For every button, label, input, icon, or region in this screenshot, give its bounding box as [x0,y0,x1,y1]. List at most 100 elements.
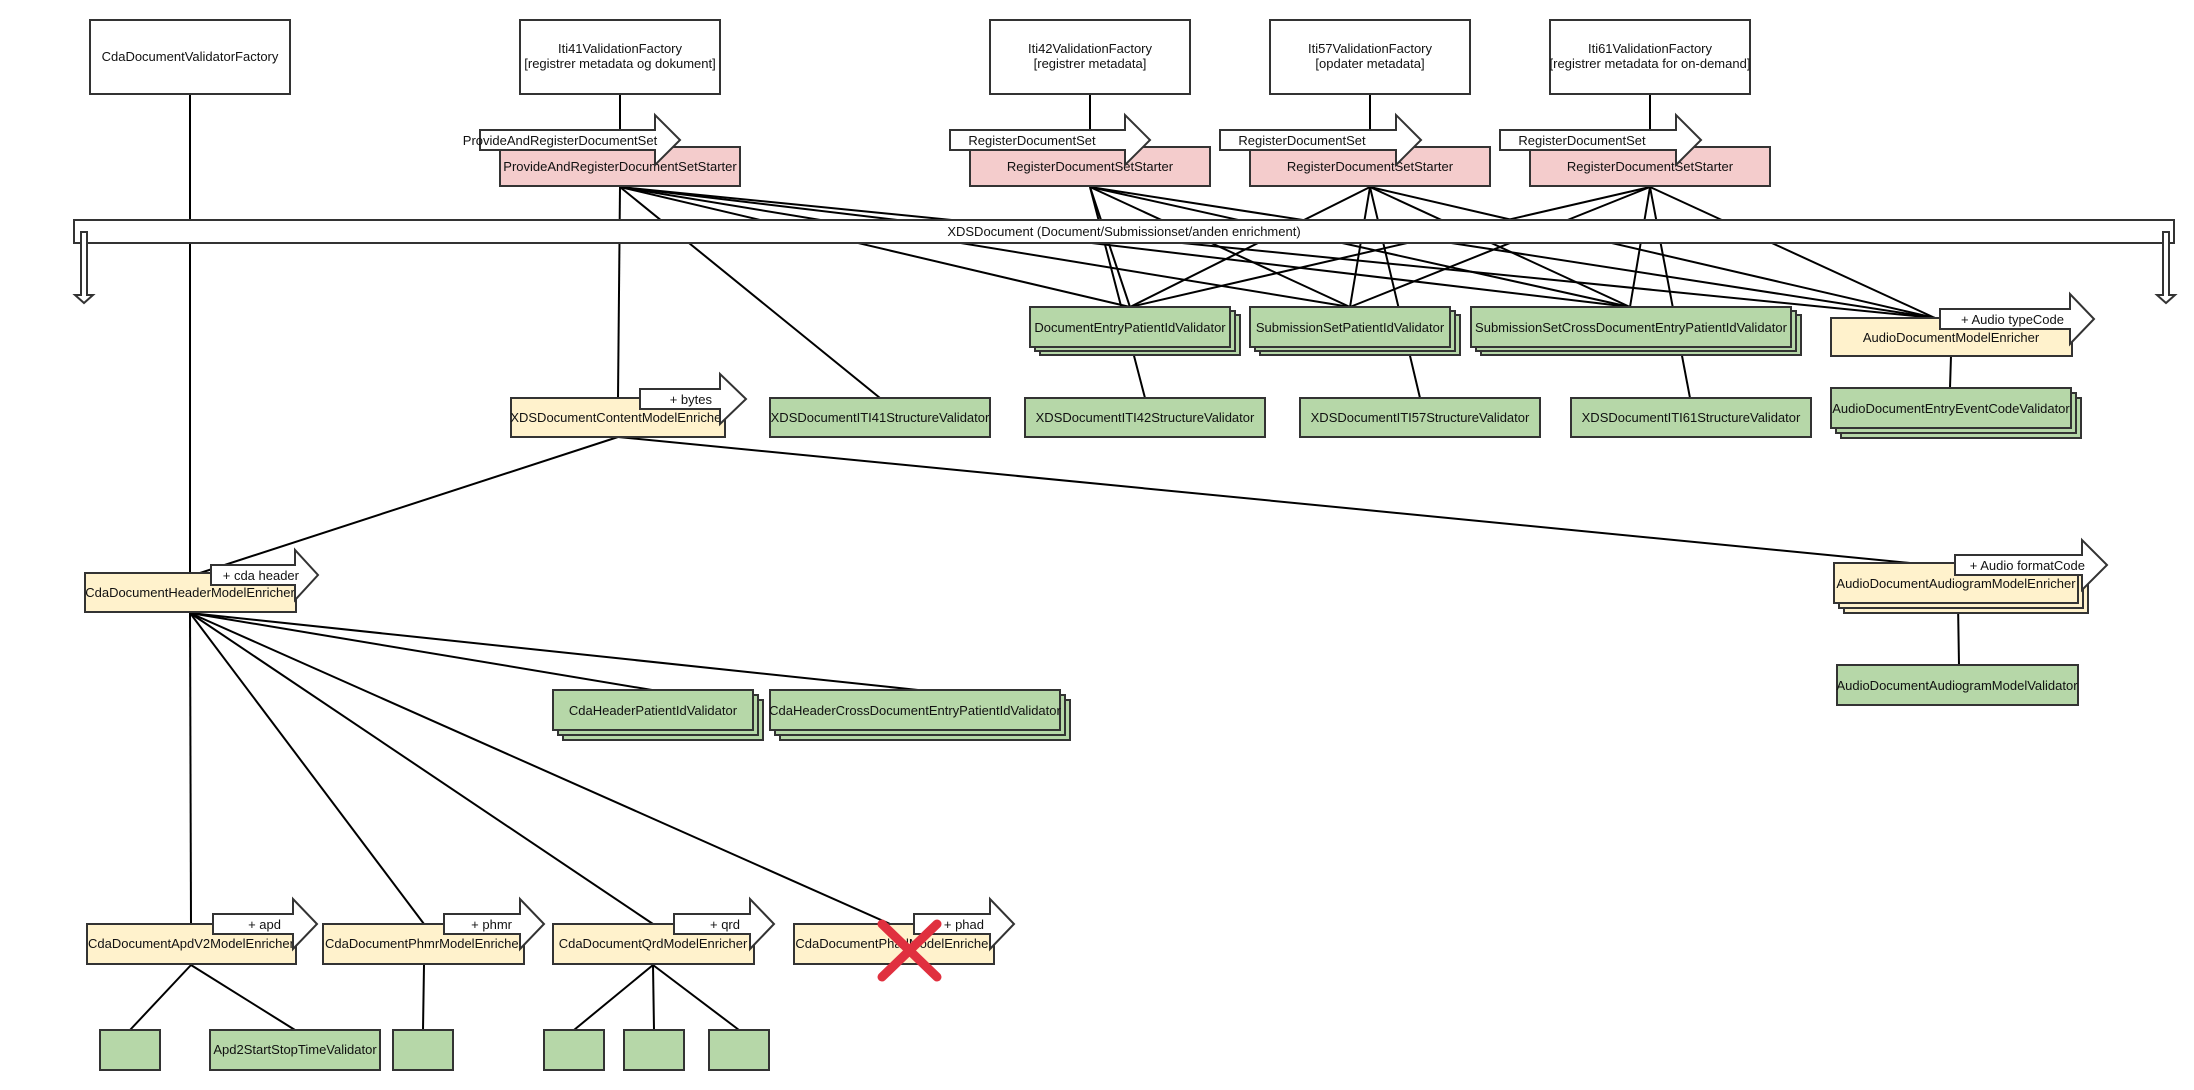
edge [617,436,1911,564]
validator-iti57[interactable]: XDSDocumentITI57StructureValidator [1299,397,1541,438]
xds-document-bar-label: XDSDocument (Document/Submissionset/ande… [947,224,1300,239]
validator-ss-patient[interactable]: SubmissionSetPatientIdValidator [1249,306,1461,356]
enricher-phmr-label: CdaDocumentPhmrModelEnricher [325,936,524,951]
validator-audiogram-label: AudioDocumentAudiogramModelValidator [1836,678,2078,693]
edge [617,186,621,399]
factory-iti41-subtitle: [registrer metadata og dokument] [524,56,716,71]
edge [422,964,425,1031]
edge [199,436,619,574]
arrow-phad-label: + phad [944,917,984,932]
validator-unnamed[interactable] [623,1029,685,1071]
validator-cda-cross-label: CdaHeaderCrossDocumentEntryPatientIdVali… [769,703,1061,718]
edge [1129,186,1651,308]
starter-pards[interactable]: ProvideAndRegisterDocumentSetStarter [499,146,741,187]
arrow-qrd-label: + qrd [710,917,740,932]
edge [189,612,192,925]
arrow-bytes: + bytes [639,371,748,427]
edge [1349,186,1371,308]
validator-audio-event-label: AudioDocumentEntryEventCodeValidator [1832,401,2070,416]
down-arrow-right-icon [2154,231,2178,305]
starter-iti57[interactable]: RegisterDocumentSetStarter [1249,146,1491,187]
factory-iti61-subtitle: [registrer metadata for on-demand] [1550,56,1751,71]
arrow-iti42: RegisterDocumentSet [949,112,1152,168]
validator-unnamed[interactable] [392,1029,454,1071]
edge [189,612,425,925]
starter-iti61[interactable]: RegisterDocumentSetStarter [1529,146,1771,187]
enricher-apd[interactable]: CdaDocumentApdV2ModelEnricher [86,923,297,965]
edge [129,964,192,1031]
edge [619,186,1631,308]
starter-iti42[interactable]: RegisterDocumentSetStarter [969,146,1211,187]
enricher-audio-label: AudioDocumentModelEnricher [1863,330,2040,345]
validator-unnamed[interactable] [543,1029,605,1071]
enricher-qrd-label: CdaDocumentQrdModelEnricher [559,936,748,951]
arrow-iti42-label: RegisterDocumentSet [968,133,1096,148]
validator-ss-cross[interactable]: SubmissionSetCrossDocumentEntryPatientId… [1470,306,1802,356]
xds-document-bar: XDSDocument (Document/Submissionset/ande… [73,219,2175,244]
validator-de-patient[interactable]: DocumentEntryPatientIdValidator [1029,306,1241,356]
edge [1369,186,1421,399]
arrow-pards: ProvideAndRegisterDocumentSet [463,112,682,168]
edge [190,964,296,1031]
arrow-apd: + apd [212,896,319,952]
enricher-cda-header-label: CdaDocumentHeaderModelEnricher [85,585,295,600]
validator-audio-event[interactable]: AudioDocumentEntryEventCodeValidator [1830,387,2082,439]
validator-cda-patient[interactable]: CdaHeaderPatientIdValidator [552,689,764,741]
enricher-audiogram-label: AudioDocumentAudiogramModelEnricher [1836,576,2076,591]
validator-iti42-label: XDSDocumentITI42StructureValidator [1036,410,1255,425]
edge [652,964,655,1031]
validator-unnamed[interactable] [99,1029,161,1071]
validator-audiogram[interactable]: AudioDocumentAudiogramModelValidator [1836,664,2079,706]
starter-iti57-label: RegisterDocumentSetStarter [1287,159,1454,174]
arrow-phmr: + phmr [443,896,546,952]
arrow-cda-header-label: + cda header [223,568,300,583]
edge [189,612,654,925]
factory-iti41[interactable]: Iti41ValidationFactory [registrer metada… [519,19,721,95]
arrow-audio-formatcode-label: + Audio formatCode [1970,558,2085,573]
edge [1089,186,1146,399]
validator-iti42[interactable]: XDSDocumentITI42StructureValidator [1024,397,1266,438]
validator-iti41-label: XDSDocumentITI41StructureValidator [771,410,990,425]
validator-iti41[interactable]: XDSDocumentITI41StructureValidator [769,397,991,438]
factory-iti57[interactable]: Iti57ValidationFactory [opdater metadata… [1269,19,1471,95]
edge [1089,186,1351,308]
arrow-iti61-label: RegisterDocumentSet [1518,133,1646,148]
arrow-audio-typecode-label: + Audio typeCode [1961,312,2064,327]
edge [1089,186,1131,308]
arrow-iti57: RegisterDocumentSet [1219,112,1423,168]
validator-ss-cross-label: SubmissionSetCrossDocumentEntryPatientId… [1475,320,1788,335]
edge [1949,355,1952,389]
starter-iti61-label: RegisterDocumentSetStarter [1567,159,1734,174]
validator-de-patient-label: DocumentEntryPatientIdValidator [1034,320,1226,335]
factory-iti42[interactable]: Iti42ValidationFactory [registrer metada… [989,19,1191,95]
arrow-phmr-label: + phmr [471,917,512,932]
validator-unnamed[interactable] [708,1029,770,1071]
factory-cda[interactable]: CdaDocumentValidatorFactory [89,19,291,95]
edge [619,186,1351,308]
enricher-phad-label: CdaDocumentPhadModelEnricher [795,936,993,951]
edge [1349,186,1651,308]
arrow-cda-header: + cda header [210,547,320,603]
enricher-audio[interactable]: AudioDocumentModelEnricher [1830,317,2073,357]
validator-apd2-time[interactable]: Apd2StartStopTimeValidator [209,1029,381,1071]
validator-iti57-label: XDSDocumentITI57StructureValidator [1311,410,1530,425]
edge [1649,186,1936,319]
validator-iti61-label: XDSDocumentITI61StructureValidator [1582,410,1801,425]
factory-iti57-subtitle: [opdater metadata] [1315,56,1424,71]
validator-iti61[interactable]: XDSDocumentITI61StructureValidator [1570,397,1812,438]
edge [619,186,1936,319]
edge [573,964,654,1031]
edge [619,186,881,399]
edge [619,186,1131,308]
factory-iti42-subtitle: [registrer metadata] [1034,56,1147,71]
arrow-qrd: + qrd [673,896,776,952]
factory-iti61[interactable]: Iti61ValidationFactory [registrer metada… [1549,19,1751,95]
arrow-apd-label: + apd [248,917,281,932]
validator-cda-cross[interactable]: CdaHeaderCrossDocumentEntryPatientIdVali… [769,689,1071,741]
edge [189,612,891,925]
edge [189,612,919,691]
factory-iti41-title: Iti41ValidationFactory [558,41,683,56]
edge [1369,186,1936,319]
edge [1129,186,1371,308]
